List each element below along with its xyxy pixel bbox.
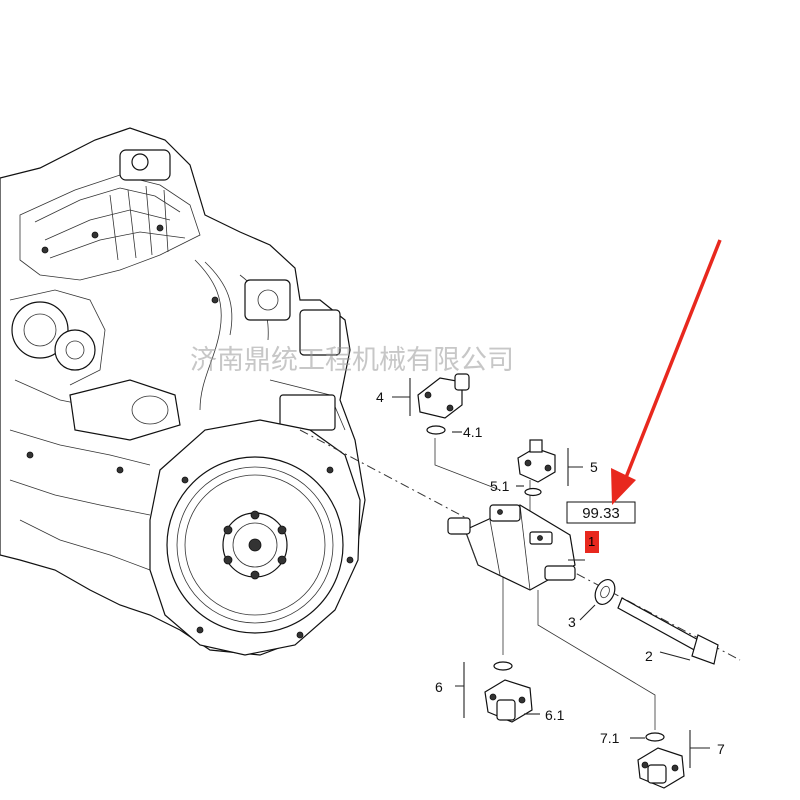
assembly-lines xyxy=(299,429,741,730)
washer xyxy=(594,579,616,605)
callout-4: 4 xyxy=(376,389,384,405)
red-arrow-head xyxy=(611,468,636,505)
callout-6-1: 6.1 xyxy=(545,707,565,723)
highlight-marker: 1 xyxy=(585,531,599,553)
hydraulic-pump xyxy=(447,504,576,591)
callout-6: 6 xyxy=(435,679,443,695)
callout-3: 3 xyxy=(568,614,576,630)
bolt xyxy=(617,597,719,665)
engine-illustration xyxy=(0,127,366,656)
reference-box: 99.33 xyxy=(566,501,636,524)
callout-7-1: 7.1 xyxy=(600,730,620,746)
fitting-4 xyxy=(417,373,470,435)
callout-2: 2 xyxy=(645,648,653,664)
reference-number: 99.33 xyxy=(582,505,620,522)
reference-box-frame xyxy=(566,501,636,524)
callout-leaders xyxy=(392,378,710,768)
red-arrow xyxy=(611,239,722,505)
callout-5-1: 5.1 xyxy=(490,478,510,494)
callout-4-1: 4.1 xyxy=(463,424,483,440)
watermark-text: 济南鼎统工程机械有限公司 xyxy=(190,345,514,376)
callout-7: 7 xyxy=(717,741,725,757)
callout-1: 1 xyxy=(588,534,595,549)
fitting-6 xyxy=(484,661,533,723)
red-marker-block xyxy=(585,531,599,553)
callout-5: 5 xyxy=(590,459,598,475)
red-arrow-shaft xyxy=(623,239,722,481)
fitting-7 xyxy=(637,732,685,789)
fitting-5 xyxy=(517,439,556,497)
callout-labels: 4 4.1 5 5.1 3 2 6 6.1 7.1 7 xyxy=(376,389,725,757)
